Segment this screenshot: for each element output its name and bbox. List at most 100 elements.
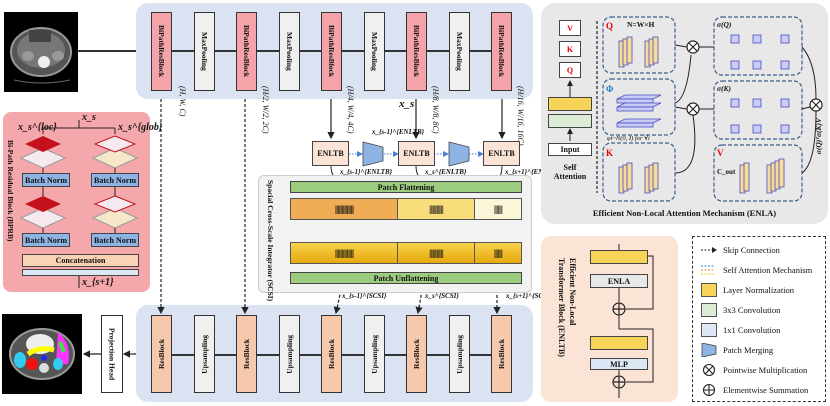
legend-item: Pointwise Multiplication	[701, 363, 807, 377]
maxpooling-block: MaxPooling	[364, 12, 385, 91]
resblock: ResBlock	[406, 315, 427, 393]
patch-flattening-bar: Patch Flattening	[290, 181, 522, 193]
self-attention-icon	[701, 263, 717, 277]
encoder-arrow	[342, 50, 364, 52]
glob-conv-grid-1	[91, 135, 139, 169]
bprb-diagram	[19, 120, 139, 288]
token-seq-top: ||||||||||||||||||||||| ||||||||||||||||…	[290, 198, 522, 220]
bipath-resblock: BiPathResBlock	[321, 12, 342, 91]
dim-label-1: (H, W, C)	[178, 86, 187, 117]
decoder-arrow	[385, 354, 406, 356]
maxpooling-block: MaxPooling	[279, 12, 300, 91]
decoder-arrow	[470, 354, 491, 356]
scsi-title: Spacial Cross-Scale Integrator (SCSI)	[266, 180, 275, 302]
enla-result: σ(Q)ᵀσ(K)V	[814, 118, 823, 155]
enla-sigma-k: σ(K)	[717, 84, 732, 93]
encoder-arrow	[257, 50, 279, 52]
legend-item: 3x3 Convolution	[701, 303, 780, 317]
upsampling-block: Upsampling	[449, 315, 470, 393]
patch-merge-label: x_{s-1}^{ENLTB}	[372, 128, 425, 136]
patch-merging-1	[362, 141, 384, 167]
legend-label: Pointwise Multiplication	[723, 365, 808, 375]
enla-title: Efficient Non-Local Attention Mechanism …	[592, 208, 777, 218]
input-arrow	[78, 50, 148, 52]
enla-q-letter: Q	[606, 21, 614, 31]
skip-connection-icon	[701, 243, 717, 257]
legend-item: Patch Merging	[701, 342, 773, 358]
decoder-arrow	[300, 354, 321, 356]
legend-label: Layer Normalization	[723, 285, 795, 295]
legend-item: Layer Normalization	[701, 283, 794, 297]
enla-diagram	[567, 16, 823, 202]
encoder-arrow	[215, 50, 236, 52]
scsi-output-2: x_s^{SCSI}	[425, 292, 459, 300]
batch-norm-loc-1: Batch Norm	[22, 173, 70, 187]
block-label: MaxPooling	[455, 32, 464, 71]
token-seq-bottom-s+1: ||||||||||	[493, 248, 503, 258]
enltb-mlp-box: MLP	[590, 358, 648, 370]
sigma-q-box	[713, 16, 803, 76]
enltb-output-1: x_{s-1}^{ENLTB}	[340, 168, 393, 176]
k-box	[602, 142, 676, 202]
projection-head-label: Projection Head	[107, 327, 117, 381]
maxpooling-block: MaxPooling	[194, 12, 215, 91]
bipath-resblock: BiPathResBlock	[236, 12, 257, 91]
legend-item: Skip Connection	[701, 243, 780, 257]
legend-label: 1x1 Convolution	[723, 325, 781, 335]
block-label: MaxPooling	[285, 32, 294, 71]
encoder-arrow	[470, 50, 491, 52]
bipath-resblock: BiPathResBlock	[151, 12, 172, 91]
glob-conv-grid-2	[91, 195, 139, 229]
block-label: BiPathResBlock	[157, 25, 166, 78]
dim-label-3: (H/4, W/4, 4C)	[346, 86, 355, 134]
bprb-title: Bi-Path Residual Block (BPRB)	[6, 140, 15, 242]
enla-v-side: C_out	[717, 168, 736, 176]
dim-label-4: (H/8, W/8, 8C)	[431, 86, 440, 134]
sa-conv	[548, 114, 592, 128]
projection-head: Projection Head	[101, 315, 123, 393]
legend-label: Self Attention Mechanism	[723, 265, 813, 275]
decoder-arrow	[172, 354, 194, 356]
enltb-enla-box: ENLA	[590, 274, 648, 288]
swatch-icon	[701, 283, 717, 297]
legend-label: 3x3 Convolution	[723, 305, 781, 315]
bipath-resblock: BiPathResBlock	[406, 12, 427, 91]
maxpooling-block: MaxPooling	[449, 12, 470, 91]
oplus-icon	[701, 383, 717, 397]
concatenation-box: Concatenation	[22, 254, 139, 267]
upsampling-block: Upsampling	[279, 315, 300, 393]
dim-label-5: (H/16, W/16, 16C)	[516, 86, 525, 146]
resblock: ResBlock	[321, 315, 342, 393]
scsi-output-1: x_{s-1}^{SCSI}	[342, 292, 387, 300]
block-label: BiPathResBlock	[242, 25, 251, 78]
dim-label-2: (H/2, W/2, 2C)	[261, 86, 270, 134]
bprb-1x1-conv	[22, 269, 139, 276]
batch-norm-glob-2: Batch Norm	[91, 233, 139, 247]
enla-q-top: N=W×H	[627, 20, 655, 29]
enla-k-letter: K	[606, 148, 614, 158]
otimes-icon	[701, 363, 717, 377]
block-label: MaxPooling	[370, 32, 379, 71]
sa-label: Self Attention	[553, 163, 587, 181]
token-seq-bottom-s: |||||||||||||||||	[398, 243, 475, 263]
legend-item: Self Attention Mechanism	[701, 263, 812, 277]
token-seq-top-s+1: ||||||||||	[474, 199, 521, 219]
enltb-output-2: x_s^{ENLTB}	[425, 168, 467, 176]
batch-norm-glob-1: Batch Norm	[91, 173, 139, 187]
batch-norm-loc-2: Batch Norm	[22, 233, 70, 247]
bprb-output-label: x_{s+1}	[82, 277, 114, 288]
block-label: BiPathResBlock	[327, 25, 336, 78]
bprb-loc-label: x_s^{loc}	[18, 122, 57, 133]
input-ct-image	[4, 12, 78, 92]
block-label: BiPathResBlock	[412, 25, 421, 78]
enltb-block-2: ENLTB	[398, 141, 435, 166]
loc-conv-grid-2	[19, 196, 67, 229]
bipath-resblock: BiPathResBlock	[491, 12, 512, 91]
resblock: ResBlock	[236, 315, 257, 393]
loc-conv-grid-1	[19, 136, 67, 169]
swatch-icon	[701, 303, 717, 317]
bprb-input-label: x_s	[82, 112, 96, 123]
xs-label: x_s	[399, 98, 415, 110]
sa-q-box: Q	[559, 62, 581, 78]
